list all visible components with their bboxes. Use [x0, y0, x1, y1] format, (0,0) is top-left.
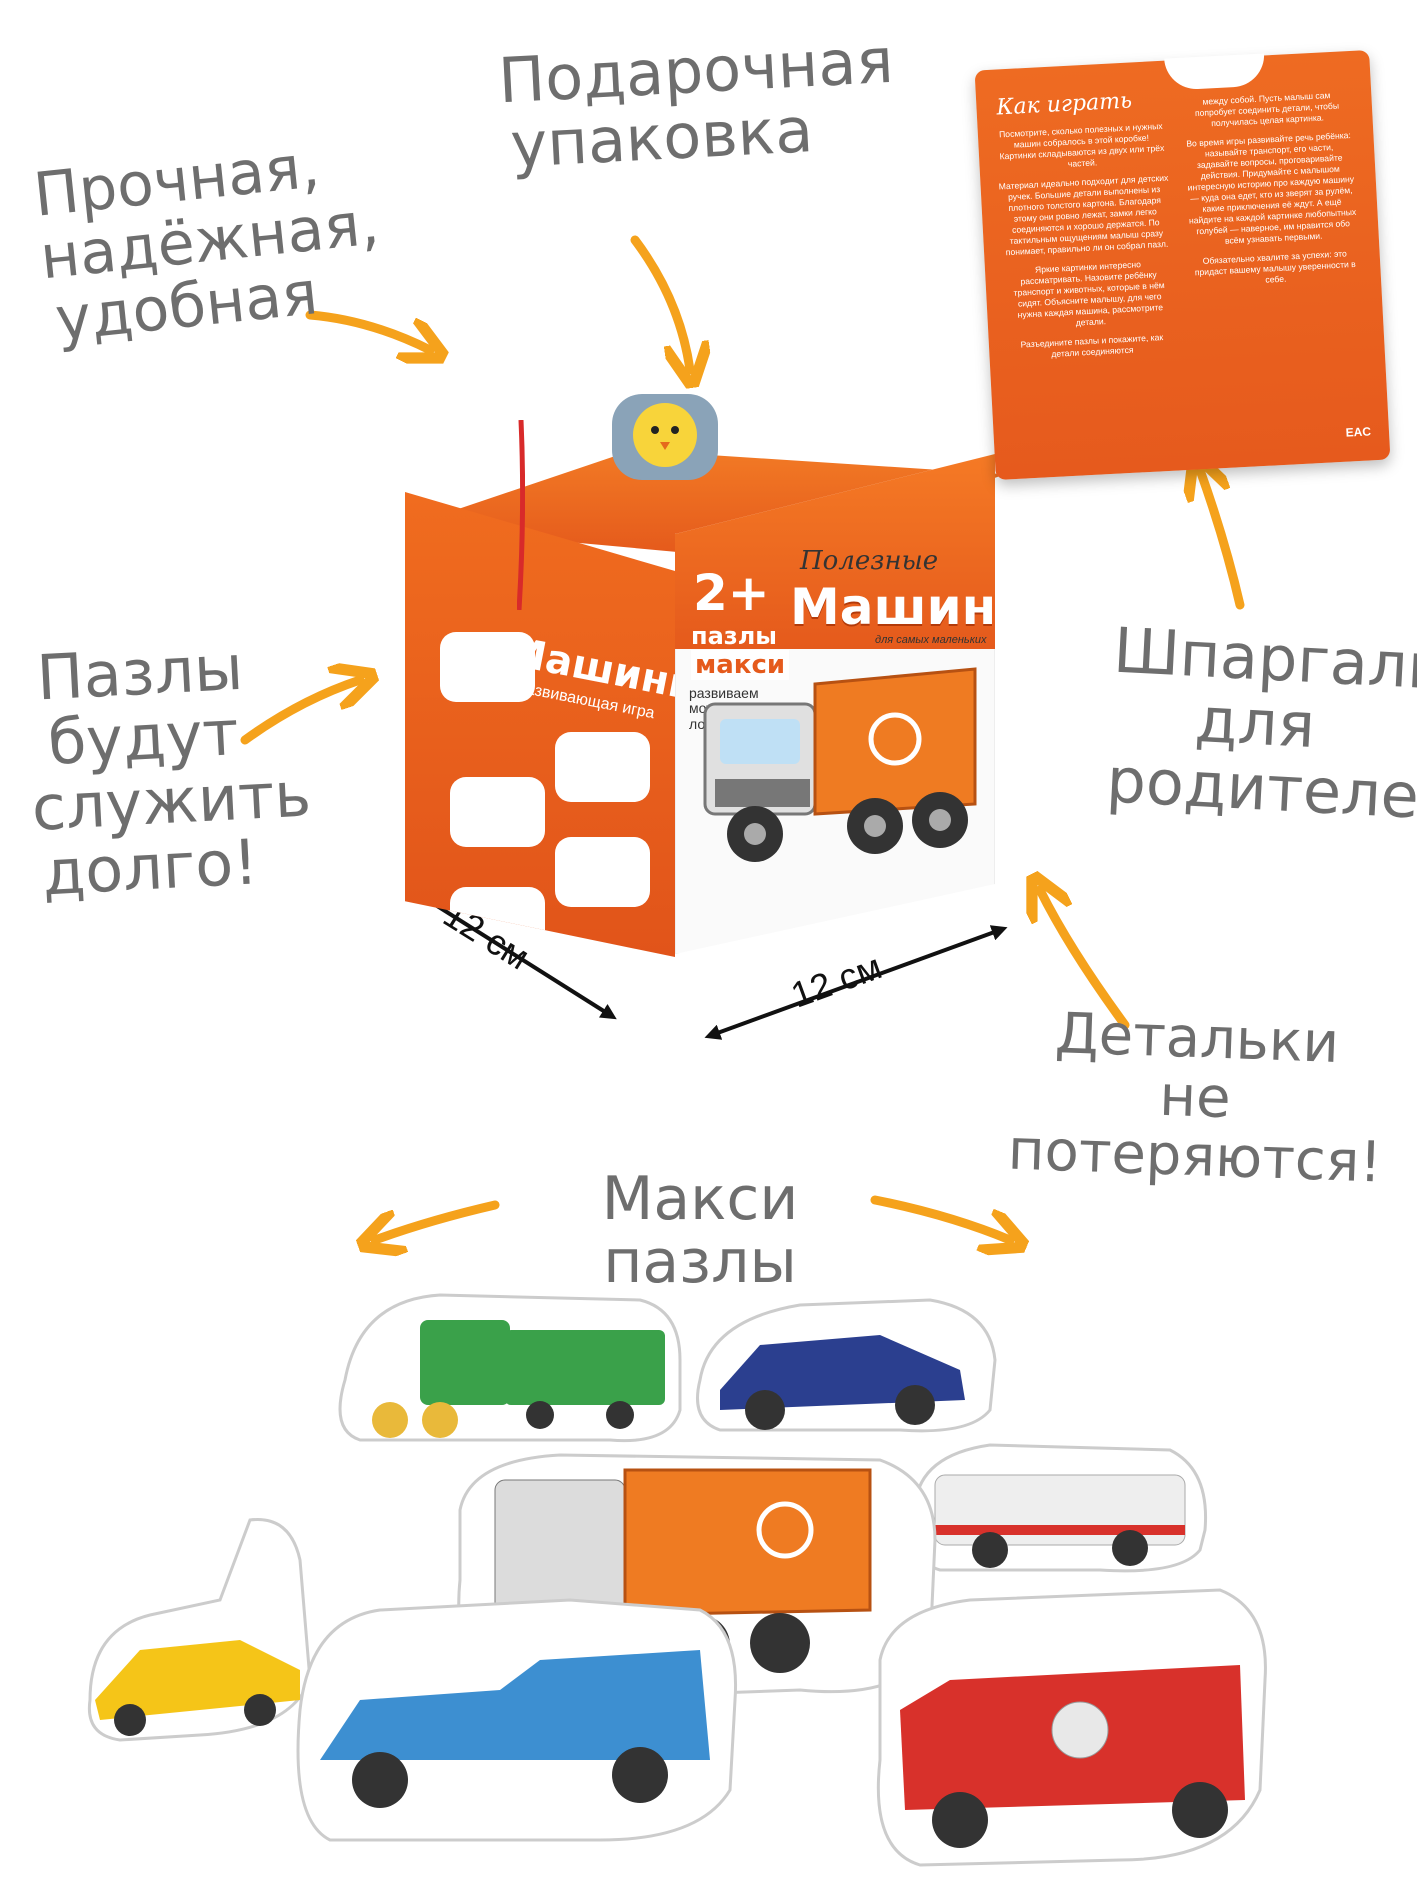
- arrow-cheatsheet: [1200, 470, 1245, 610]
- puzzle-street-sweeper: [338, 1293, 682, 1443]
- card-column-2: между собой. Пусть малыш сам попробует с…: [1181, 89, 1361, 298]
- card-paragraph: между собой. Пусть малыш сам попробует с…: [1194, 90, 1340, 129]
- box-front: 2+ пазлы макси Полезные Машины для самых…: [675, 454, 995, 954]
- box-kind-line1: пазлы: [691, 622, 778, 650]
- callout-maxi: Макси пазлы: [601, 1164, 799, 1297]
- box-side-tile: [440, 632, 535, 702]
- box-side: Машины Развивающая игра 6 пазлов: [405, 492, 675, 957]
- card-notch: [1164, 53, 1266, 91]
- dim-arrow-left: [408, 887, 617, 1020]
- card-column-1: Посмотрите, сколько полезных и нужных ма…: [996, 121, 1178, 371]
- box-side-tile: [555, 837, 650, 907]
- callout-pieces-line: не потеряются!: [1006, 1063, 1383, 1196]
- box-side-tile: [450, 887, 545, 957]
- box-side-tile: [450, 777, 545, 847]
- puzzle-ambulance: [911, 1443, 1208, 1573]
- callout-cheatsheet-line: родителей: [1104, 743, 1417, 835]
- arrow-gift: [630, 235, 690, 370]
- box-side-tile: [555, 732, 650, 802]
- puzzle-police-car: [696, 1298, 997, 1433]
- box-subtitle: для самых маленьких: [875, 634, 987, 646]
- callout-lasting-line: долго!: [40, 825, 260, 910]
- brand-logo: АЙРИС: [813, 924, 897, 953]
- callout-lasting: Пазлы будут служить долго!: [23, 631, 313, 910]
- callout-gift: Подарочная упаковка: [497, 24, 895, 182]
- gift-box: Машины Развивающая игра 6 пазлов 2+ пазл…: [395, 390, 1015, 1030]
- card-paragraph: Во время игры развивайте речь ребёнка: н…: [1186, 130, 1357, 246]
- arrow-lasting: [240, 680, 360, 745]
- callout-cheatsheet: Шпаргалка для родителей: [1104, 614, 1417, 835]
- card-title: Как играть: [995, 88, 1133, 121]
- chick-tag-icon: [612, 394, 718, 480]
- card-paragraph: Обязательно хвалите за успехи: это прида…: [1194, 248, 1356, 285]
- callout-pieces: Детальки не потеряются!: [1006, 1001, 1383, 1196]
- box-title: Машины: [790, 578, 1042, 636]
- card-paragraph: Материал идеально подходит для детских р…: [998, 172, 1169, 258]
- box-pieces-front: 15 деталей: [910, 934, 968, 946]
- card-paragraph: Яркие картинки интересно рассматривать. …: [1013, 259, 1165, 328]
- callout-gift-line: упаковка: [508, 93, 815, 182]
- callout-durable: Прочная, надёжная, удобная: [30, 131, 382, 355]
- arrow-pieces: [1040, 890, 1130, 1030]
- arrow-maxi-right: [870, 1195, 1010, 1240]
- puzzle-tow-truck: [296, 1598, 738, 1842]
- arrow-maxi-left: [375, 1200, 500, 1240]
- puzzle-fire-truck: [876, 1588, 1267, 1867]
- card-paragraph: Посмотрите, сколько полезных и нужных ма…: [998, 120, 1165, 169]
- garbage-truck-illustration: [703, 667, 977, 862]
- dim-arrow-right: [704, 925, 1008, 1040]
- box-title-small: Полезные: [800, 546, 939, 576]
- puzzle-taxi: [87, 1518, 312, 1742]
- puzzles-layer: [87, 1293, 1267, 1867]
- instruction-card: Как играть Посмотрите, сколько полезных …: [974, 49, 1391, 481]
- eac-mark: EAC: [1345, 424, 1372, 440]
- box-kind-line2: макси: [691, 650, 790, 680]
- card-paragraph: Разъедините пазлы и покажите, как детали…: [1020, 332, 1164, 359]
- carry-cord: [517, 420, 525, 610]
- arrow-durable: [305, 310, 430, 350]
- age-badge: 2+: [693, 564, 770, 622]
